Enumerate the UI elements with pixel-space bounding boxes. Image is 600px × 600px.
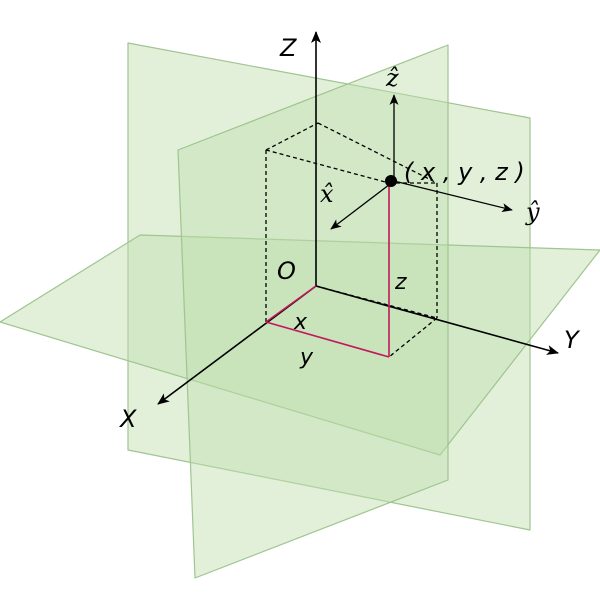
yz-plane	[127, 42, 531, 531]
x-axis-label: X	[118, 405, 137, 433]
point-label: ( x , y , z )	[404, 158, 525, 186]
origin-label: O	[277, 257, 296, 285]
coord-z-label: z	[394, 270, 407, 295]
x-hat-vector	[330, 180, 395, 230]
x-hat-label: x̂	[320, 180, 334, 208]
xz-plane	[177, 44, 449, 579]
point-marker	[385, 175, 397, 187]
y-axis	[315, 285, 559, 355]
z-hat-label: ẑ	[385, 64, 399, 92]
dashed-box	[265, 122, 438, 358]
coordinate-lines	[265, 183, 390, 358]
xy-plane	[0, 234, 600, 456]
coord-y-label: y	[299, 345, 314, 370]
coord-x-label: x	[293, 310, 308, 335]
y-hat-vector	[393, 180, 513, 213]
y-axis-label: Y	[564, 326, 581, 354]
z-axis-label: Z	[279, 34, 297, 62]
y-hat-label: ŷ	[525, 198, 540, 226]
